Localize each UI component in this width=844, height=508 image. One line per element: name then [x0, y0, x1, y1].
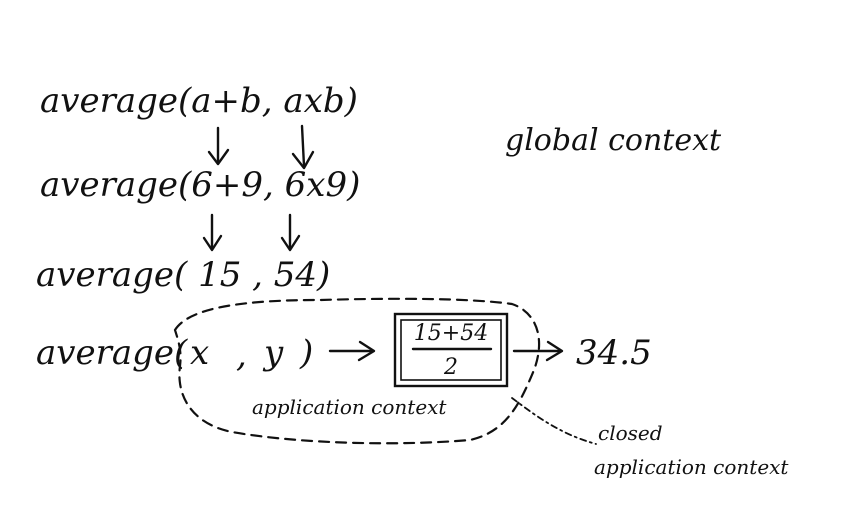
expression-row-3: average( 15 , 54)	[36, 255, 330, 295]
fraction-numerator: 15+54	[414, 321, 488, 346]
parameter-comma: ,	[236, 335, 247, 375]
arrow-down-a	[207, 126, 230, 166]
arrow-down-d	[280, 213, 301, 252]
parameter-close-paren: )	[299, 333, 313, 373]
expression-row-2: average(6+9, 6x9)	[40, 165, 360, 205]
expression-row-4-function: average(	[36, 333, 188, 373]
application-context-label: application context	[252, 395, 447, 419]
arrow-right-to-box	[328, 340, 376, 362]
parameter-y: y	[262, 333, 284, 373]
closed-label-line-1: closed	[598, 421, 663, 445]
evaluation-box: 15+54 2	[393, 312, 509, 388]
arrow-down-b	[291, 124, 315, 170]
global-context-label: global context	[505, 123, 722, 158]
expression-row-1: average(a+b, axb)	[40, 81, 358, 121]
application-context-boundary	[173, 297, 541, 445]
closed-context-pointer	[511, 397, 597, 445]
arrow-down-c	[202, 213, 223, 252]
arrow-right-to-result	[512, 340, 564, 362]
closed-label-line-2: application context	[594, 455, 789, 479]
fraction-denominator: 2	[443, 355, 458, 380]
result-value: 34.5	[576, 333, 652, 373]
parameter-x: x	[190, 333, 209, 373]
